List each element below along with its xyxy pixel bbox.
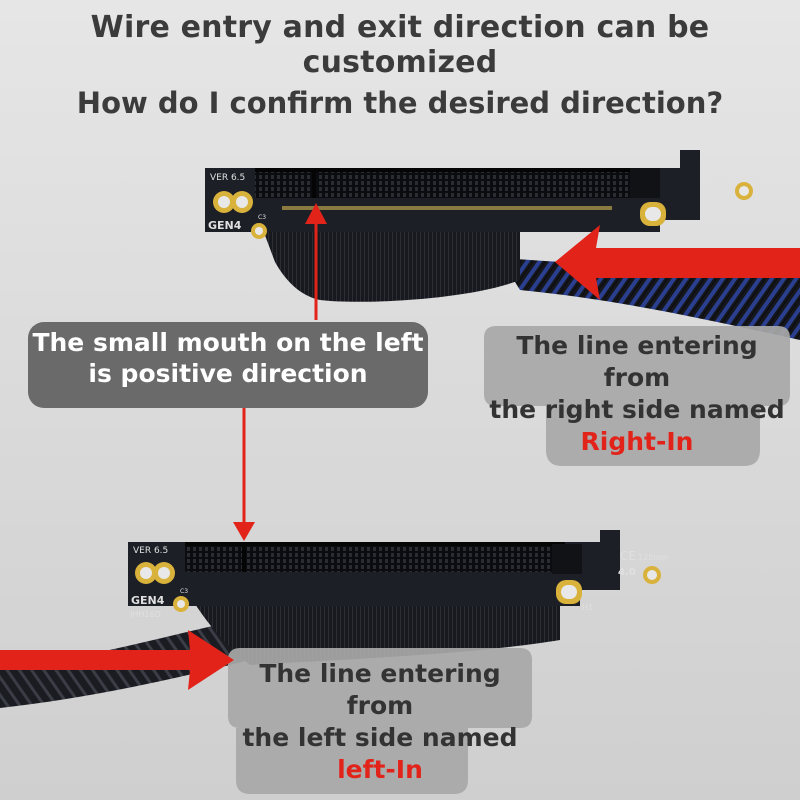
top-pcie-version: 4.0 [710,187,728,198]
right-in-callout-shape [484,326,790,466]
heading-line-1: Wire entry and exit direction can be cus… [90,10,710,80]
right-in-arrow [555,225,800,300]
bottom-h1-label: H1 [582,603,593,612]
left-in-callout-shape [228,648,532,794]
bottom-gen-label: GEN4 [131,594,165,607]
top-riser-assembly: VER 6.5 C3 GEN4 JHH16D CE 125mm 4.0 H1 [205,150,800,340]
right-in-callout: The line entering from the right side na… [484,330,790,458]
top-mount-holes-right [640,182,753,226]
bottom-pcie-version: 4.0 [618,567,636,578]
arrow-to-small-mouth-top [305,203,327,320]
top-size-label: 125mm [730,171,761,180]
right-in-name: Right-In [580,427,694,456]
arrow-to-small-mouth-bottom [233,408,255,541]
left-in-arrow [0,630,234,690]
bottom-ce-mark: CE [620,549,636,563]
right-in-line-2: the right side named [489,395,785,424]
bottom-riser-assembly: VER 6.5 C3 GEN4 JHH16D CE 125mm 4.0 H1 [0,530,669,708]
bottom-mount-holes-right [556,566,661,604]
left-in-name: left-In [337,755,423,784]
bottom-size-label: 125mm [638,553,669,562]
right-in-line-1: The line entering from [516,331,758,392]
bottom-c3-label: C3 [180,588,188,595]
small-mouth-line-2: is positive direction [88,358,368,388]
bottom-model-label: JHH16D [129,610,161,619]
top-ce-mark: CE [712,167,728,181]
top-gen-label: GEN4 [208,219,242,232]
top-ver-label: VER 6.5 [210,173,245,183]
top-pcie-slot [255,170,645,198]
left-in-line-1: The line entering from [259,659,501,720]
bottom-ver-label: VER 6.5 [133,546,168,556]
bottom-pcie-slot [185,544,565,572]
left-in-line-2: the left side named [242,723,518,752]
left-in-callout: The line entering from the left side nam… [228,658,532,786]
top-h1-label: H1 [668,229,679,238]
small-mouth-line-1: The small mouth on the left [32,328,424,357]
top-mount-holes-left [213,191,267,239]
heading-line-2: How do I confirm the desired direction? [76,86,724,120]
top-ribbon-cable [260,222,520,302]
bottom-mount-holes-left [135,562,189,612]
top-c3-label: C3 [258,214,266,221]
bottom-ribbon-cable [190,596,560,665]
top-model-label: JHH16D [206,235,238,244]
top-slot-latch [630,168,660,198]
bottom-slot-latch [552,544,582,574]
small-mouth-callout: The small mouth on the left is positive … [28,322,428,408]
